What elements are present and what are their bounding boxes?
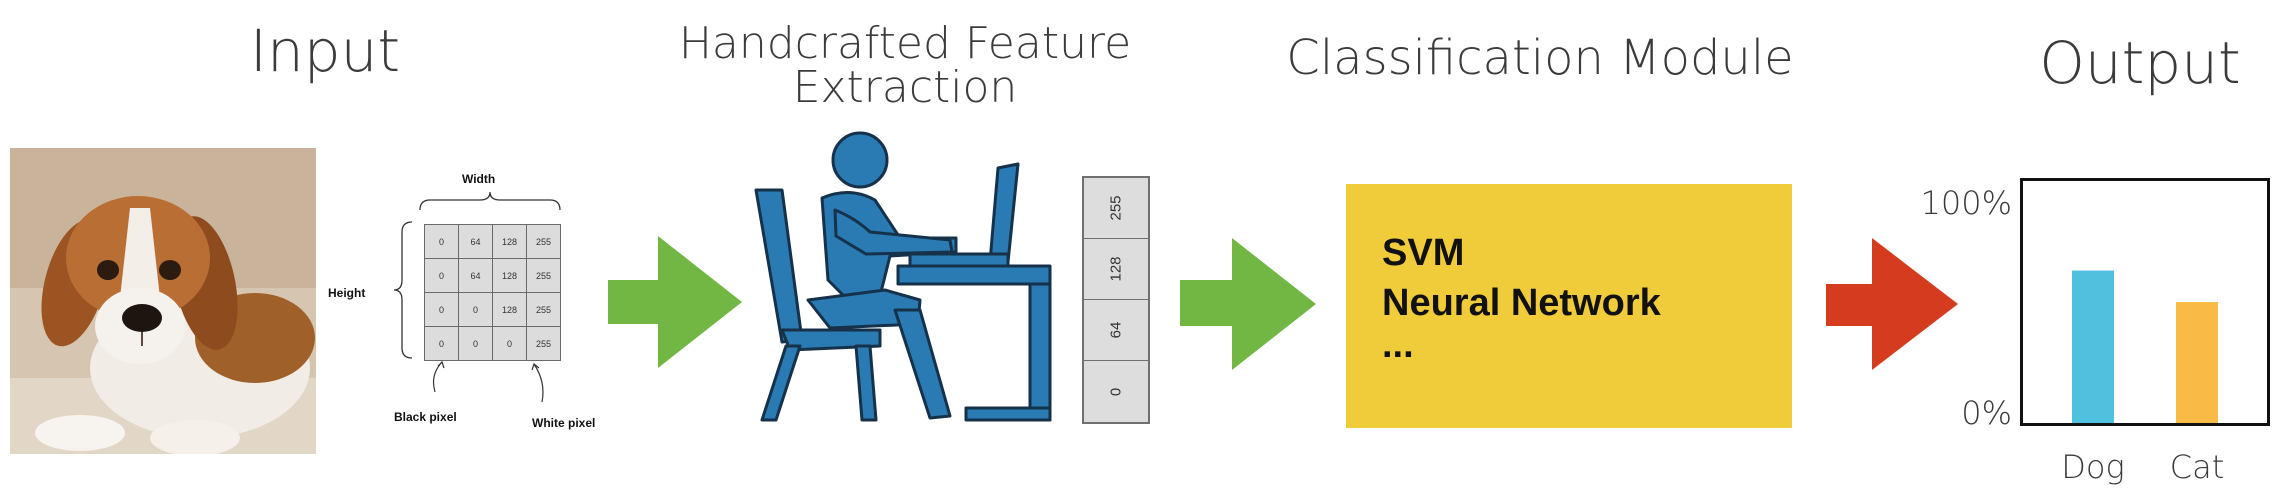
pixel-value-table: 0 64 128 255 0 64 128 255 0 0 128 255 0 … [424,224,561,361]
white-pixel-label: White pixel [532,416,596,430]
arrow-right-icon [1826,238,1958,370]
pixel-grid-diagram: Width Height 0 64 128 255 0 64 128 255 0… [320,170,600,430]
feature-value: 128 [1107,256,1125,282]
feature-value: 0 [1107,387,1125,396]
output-bar-chart [2020,178,2270,426]
input-title: Input [249,17,401,85]
feature-vector: 255 128 64 0 [1082,176,1150,424]
classification-box: SVM Neural Network ... [1346,184,1792,428]
classifier-neural-network: Neural Network [1382,282,1661,324]
bar-cat [2176,302,2218,423]
bar-dog [2072,270,2114,423]
feature-extraction-title-line2: Extraction [792,62,1018,113]
pixel-cell: 128 [492,224,527,259]
feature-vector-cell: 64 [1084,300,1148,361]
pixel-cell: 128 [492,258,527,293]
feature-vector-cell: 128 [1084,239,1148,300]
pixel-cell: 255 [526,292,561,327]
table-row: 0 0 0 255 [424,326,561,361]
pixel-cell: 64 [458,258,493,293]
pixel-cell: 255 [526,258,561,293]
feature-value: 255 [1107,195,1125,221]
classifier-svm: SVM [1382,232,1465,274]
feature-extraction-title-line1: Handcrafted Feature [678,18,1132,69]
grid-braces [393,191,561,403]
black-pixel-label: Black pixel [394,410,457,424]
height-label: Height [328,286,366,300]
width-label: Width [462,172,496,186]
category-label-dog: Dog [2061,448,2125,486]
classifier-ellipsis: ... [1382,324,1414,366]
feature-extraction-title: Handcrafted Feature Extraction [640,22,1170,110]
feature-vector-cell: 0 [1084,361,1148,422]
feature-value: 64 [1107,321,1125,339]
category-label-cat: Cat [2169,448,2225,486]
dog-photo [10,148,316,454]
output-title: Output [2039,29,2241,97]
bar-chart-plot [2072,270,2218,423]
pixel-cell: 255 [526,326,561,361]
pixel-cell: 0 [424,326,459,361]
arrow-right-icon [1180,238,1316,370]
pixel-cell: 0 [424,224,459,259]
pixel-cell: 0 [458,292,493,327]
pixel-cell: 0 [458,326,493,361]
tick-label-top: 100% [1920,184,2012,222]
pixel-cell: 64 [458,224,493,259]
tick-label-bottom: 0% [1961,394,2012,432]
feature-vector-cell: 255 [1084,178,1148,239]
arrow-right-icon [608,236,742,368]
table-row: 0 64 128 255 [424,258,561,293]
classification-title: Classification Module [1286,30,1794,86]
beagle-puppy-illustration [10,148,316,454]
